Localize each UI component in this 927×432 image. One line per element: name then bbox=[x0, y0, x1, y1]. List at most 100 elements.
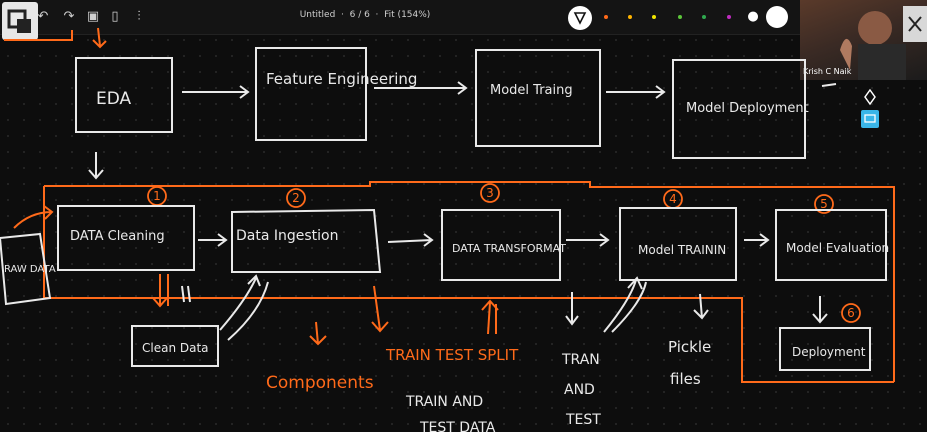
presenter-silhouette bbox=[840, 11, 906, 80]
pen-icon bbox=[573, 12, 587, 25]
test-label: TEST bbox=[565, 412, 601, 428]
raw-data-arrow bbox=[13, 205, 54, 229]
arrow-eval-down bbox=[812, 296, 828, 324]
monitor-icon bbox=[864, 114, 876, 123]
data-transformation-label: DATA TRANSFORMAT bbox=[452, 242, 566, 255]
step-5-circle bbox=[814, 194, 834, 214]
zoom-level: Fit (154%) bbox=[384, 10, 431, 20]
feature-engineering-box bbox=[255, 47, 367, 141]
step-4-number: 4 bbox=[669, 192, 677, 206]
orange-arrows bbox=[152, 274, 499, 346]
arrow-cleaning-down bbox=[152, 274, 169, 308]
test-data-label: TEST DATA bbox=[419, 420, 496, 432]
screen-tool-side[interactable] bbox=[861, 110, 879, 128]
arrow-to-trainer-2 bbox=[611, 281, 647, 333]
deployment-label: Deployment bbox=[792, 345, 866, 359]
arrow-mt-md bbox=[606, 85, 666, 99]
eda-label: EDA bbox=[96, 89, 132, 109]
arrow-clean-to-ingestion-2 bbox=[227, 281, 269, 341]
color-swatch-orange[interactable] bbox=[604, 15, 608, 19]
document-title-bar: Untitled · 6 / 6 · Fit (154%) bbox=[299, 10, 431, 20]
step-5-number: 5 bbox=[820, 197, 828, 211]
arrow-webcam bbox=[821, 83, 837, 87]
orange-arrow-top bbox=[92, 27, 107, 49]
model-deployment-box bbox=[672, 59, 806, 159]
data-ingestion-box bbox=[231, 208, 382, 273]
pipeline-boxes bbox=[0, 205, 887, 371]
settings-sliders-icon[interactable]: ⫶ bbox=[137, 9, 141, 24]
presenter-name: Krish C Naik bbox=[803, 67, 852, 76]
orange-scribble bbox=[4, 30, 73, 41]
model-deployment-label: Model Deployment bbox=[686, 101, 809, 116]
page-counter: 6 / 6 bbox=[349, 10, 370, 20]
pen-tool-button[interactable] bbox=[568, 6, 592, 30]
undo-icon[interactable]: ↶ bbox=[37, 9, 49, 24]
top-toolbar: ↶ ↷ ▣ ▯ ⫶ Untitled · 6 / 6 · Fit (154%) … bbox=[0, 0, 800, 35]
arrow-3-4 bbox=[566, 233, 610, 247]
data-ingestion-label: Data Ingestion bbox=[236, 228, 339, 244]
model-trainer-box bbox=[619, 207, 737, 281]
step-circles bbox=[147, 183, 861, 323]
step-3-number: 3 bbox=[486, 186, 494, 200]
arrow-2-3 bbox=[387, 233, 434, 247]
double-mark bbox=[181, 285, 191, 303]
model-trainer-label: Model TRAININ bbox=[638, 243, 726, 257]
top-flow bbox=[75, 47, 837, 180]
color-swatch-green[interactable] bbox=[678, 15, 682, 19]
pickle-label: Pickle bbox=[668, 338, 711, 356]
color-swatch-white[interactable] bbox=[766, 6, 788, 28]
step-2-number: 2 bbox=[292, 191, 300, 205]
arrow-fe-mt bbox=[374, 81, 468, 95]
fountain-pen-icon bbox=[864, 88, 876, 106]
arrow-transform-down bbox=[565, 292, 579, 326]
step-6-number: 6 bbox=[847, 306, 855, 320]
feature-engineering-label: Feature Engineering bbox=[266, 70, 417, 88]
model-training-label: Model Traing bbox=[490, 83, 573, 98]
screen-capture-icon bbox=[7, 9, 31, 33]
color-swatch-lemon[interactable] bbox=[652, 15, 656, 19]
color-swatch-yellow[interactable] bbox=[628, 15, 632, 19]
model-evaluation-label: Model Evaluation bbox=[786, 241, 889, 255]
redo-icon[interactable]: ↷ bbox=[63, 9, 75, 24]
close-button[interactable] bbox=[903, 6, 927, 42]
app-logo[interactable] bbox=[2, 2, 38, 40]
arrow-to-trainer bbox=[603, 276, 643, 333]
model-evaluation-box bbox=[775, 209, 887, 281]
data-cleaning-box bbox=[57, 205, 195, 271]
arrow-clean-to-ingestion bbox=[219, 274, 261, 331]
arrow-trainer-down bbox=[693, 293, 709, 320]
frame-top bbox=[44, 181, 895, 382]
clipboard-icon[interactable]: ▣ bbox=[86, 9, 100, 24]
arrow-1-2 bbox=[198, 233, 228, 247]
arrow-down-eda bbox=[88, 152, 104, 180]
step-6-circle bbox=[841, 303, 861, 323]
raw-data-box bbox=[0, 232, 52, 306]
color-swatch-purple[interactable] bbox=[727, 15, 731, 19]
color-swatch-darkgreen[interactable] bbox=[702, 15, 706, 19]
model-training-box bbox=[475, 49, 601, 147]
arrow-components bbox=[309, 321, 327, 346]
document-title: Untitled bbox=[299, 10, 336, 20]
train-and-label: TRAIN AND bbox=[405, 394, 483, 410]
deployment-box bbox=[779, 327, 871, 371]
close-icon bbox=[908, 16, 922, 32]
clean-data-label: Clean Data bbox=[142, 341, 209, 355]
raw-data-label: RAW DATA bbox=[4, 264, 56, 275]
page-icon[interactable]: ▯ bbox=[111, 9, 119, 24]
train-label: TRAN bbox=[561, 352, 600, 368]
step-2-circle bbox=[286, 188, 306, 208]
step-1-number: 1 bbox=[153, 189, 161, 203]
arrow-ingestion-split bbox=[371, 285, 389, 333]
color-picker-icon[interactable]: ● bbox=[747, 9, 759, 24]
data-cleaning-label: DATA Cleaning bbox=[70, 229, 165, 244]
pen-tool-side[interactable] bbox=[861, 88, 879, 106]
components-label: Components bbox=[266, 373, 374, 393]
arrow-4-5 bbox=[744, 233, 770, 247]
arrow-eda-fe bbox=[182, 85, 250, 99]
files-label: files bbox=[670, 370, 701, 388]
clean-data-box bbox=[131, 325, 219, 367]
data-transformation-box bbox=[441, 209, 561, 281]
arrow-split-transform bbox=[481, 299, 499, 335]
train-test-split-label: TRAIN TEST SPLIT bbox=[385, 346, 519, 364]
